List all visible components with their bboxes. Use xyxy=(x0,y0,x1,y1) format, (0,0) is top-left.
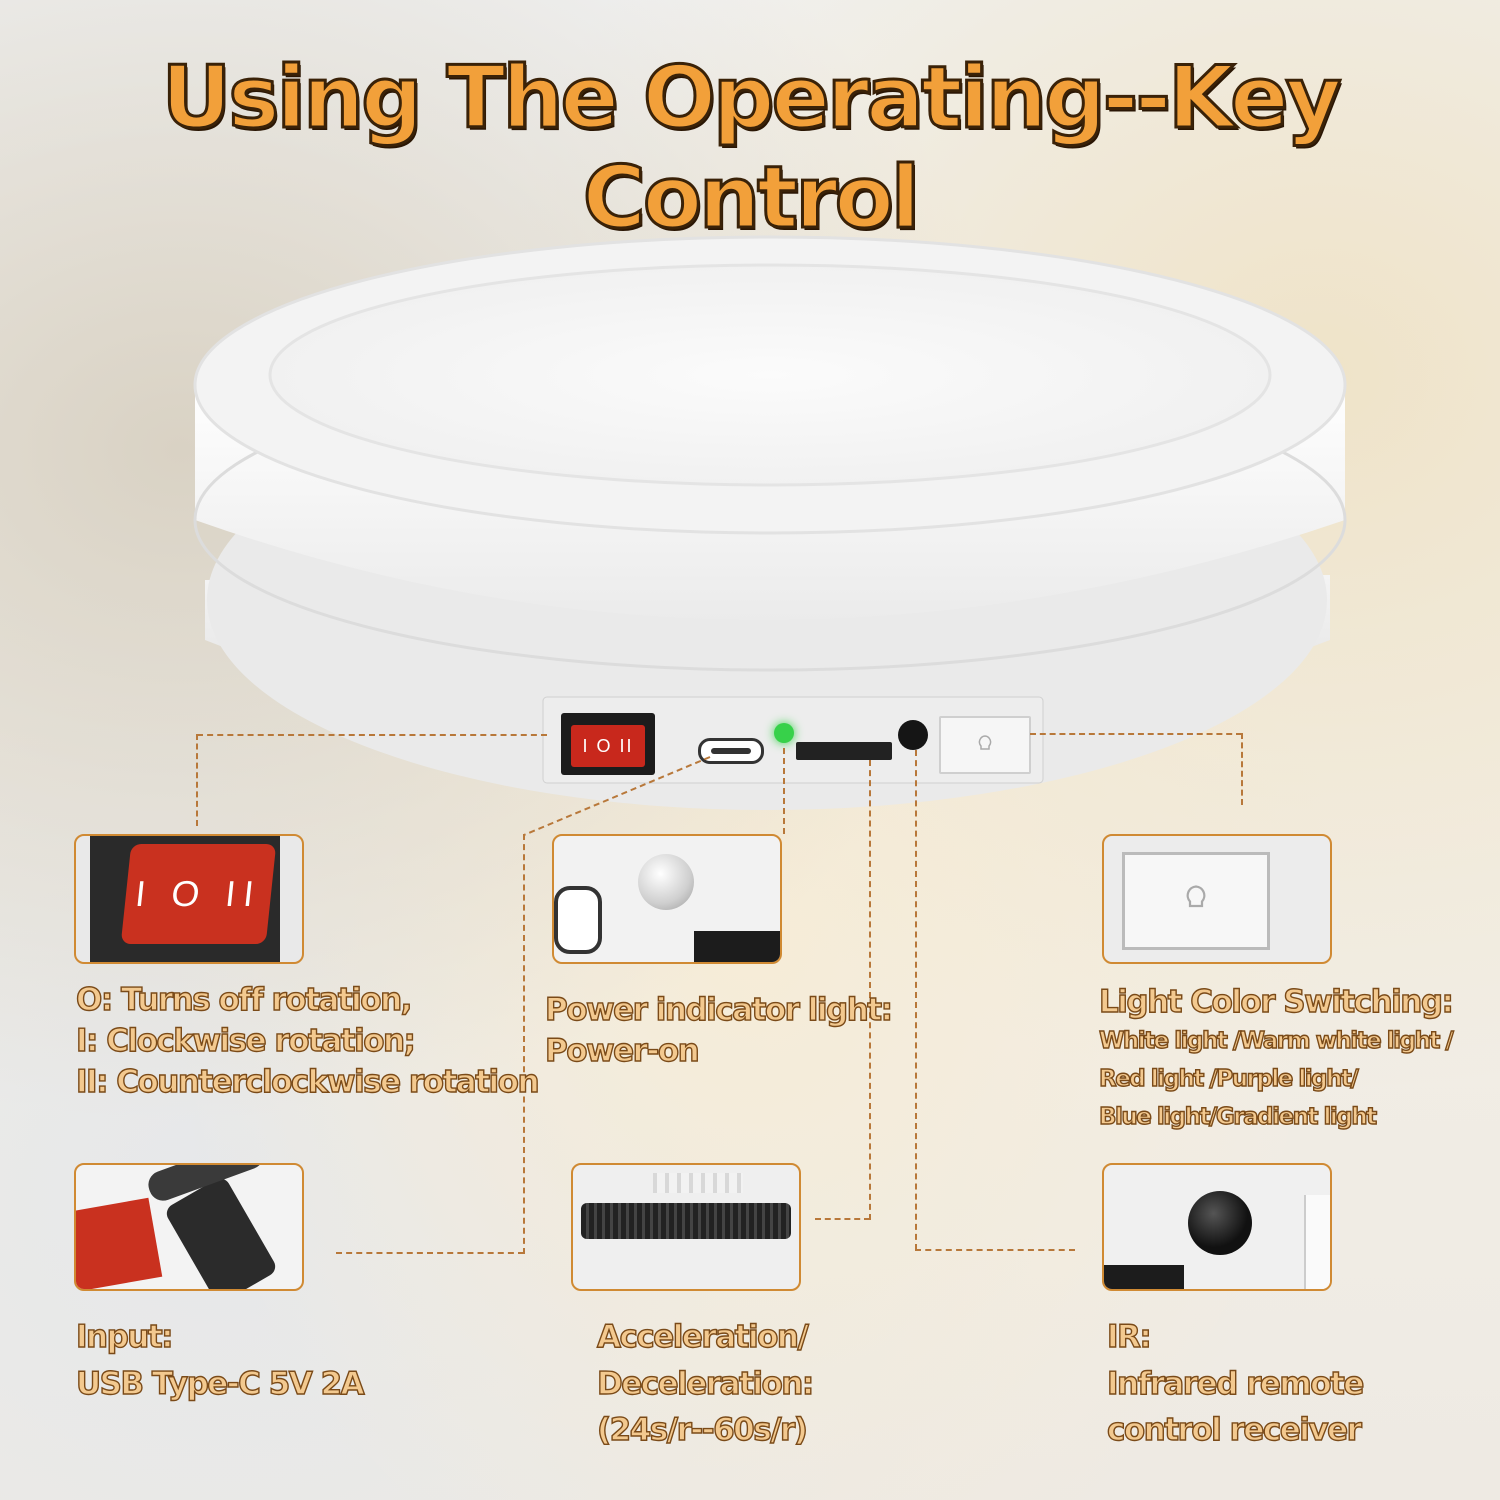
thumb-power-led xyxy=(552,834,782,964)
ir-receiver-icon xyxy=(898,720,928,750)
label-power-indicator: Power indicator light: Power-on xyxy=(544,991,893,1069)
connector-rocker-v xyxy=(196,734,198,826)
label-input: Input: USB Type-C 5V 2A xyxy=(75,1318,365,1402)
connector-rocker-h xyxy=(197,734,547,736)
label-speed: Acceleration/ Deceleration: (24s/r--60s/… xyxy=(596,1318,815,1448)
thumb-light-button xyxy=(1102,834,1332,964)
thumb-ir-receiver xyxy=(1102,1163,1332,1291)
connector-light-h xyxy=(1030,733,1242,735)
rocker-switch-closeup-symbol: I O II xyxy=(133,873,264,914)
bulb-closeup-icon xyxy=(1186,885,1206,908)
led-closeup-icon xyxy=(638,854,694,910)
connector-usb-diagonal xyxy=(523,756,711,836)
connector-ir-v xyxy=(915,750,917,1250)
light-button[interactable] xyxy=(939,716,1031,774)
rocker-switch-face: I O II xyxy=(571,725,645,767)
label-rocker-switch: O: Turns off rotation, I: Clockwise rota… xyxy=(75,981,540,1100)
connector-usb-h xyxy=(336,1252,524,1254)
connector-wheel-v xyxy=(869,760,871,1220)
label-light-color: Light Color Switching: White light /Warm… xyxy=(1098,983,1454,1130)
connector-light-v xyxy=(1241,733,1243,805)
bulb-icon xyxy=(978,735,992,750)
speed-wheel-icon[interactable] xyxy=(796,742,892,760)
rocker-switch[interactable]: I O II xyxy=(561,713,655,775)
power-led-icon xyxy=(774,723,794,743)
connector-led-v xyxy=(783,748,785,834)
thumb-speed-wheel xyxy=(571,1163,801,1291)
rocker-switch-closeup-icon: I O II xyxy=(120,844,277,944)
connector-wheel-h xyxy=(815,1218,870,1220)
light-button-closeup xyxy=(1122,852,1270,950)
connector-usb-v xyxy=(523,834,525,1254)
thumb-rocker-switch: I O II xyxy=(74,834,304,964)
label-ir: IR: Infrared remote control receiver xyxy=(1106,1318,1365,1448)
usb-c-port-icon xyxy=(698,738,764,764)
page-title: Using The Operating--Key Control xyxy=(160,47,1343,250)
speed-wheel-closeup-icon xyxy=(581,1203,791,1239)
rocker-switch-symbol: I O II xyxy=(582,736,634,756)
ir-receiver-closeup-icon xyxy=(1188,1191,1252,1255)
thumb-usb-input xyxy=(74,1163,304,1291)
connector-ir-h xyxy=(915,1249,1075,1251)
